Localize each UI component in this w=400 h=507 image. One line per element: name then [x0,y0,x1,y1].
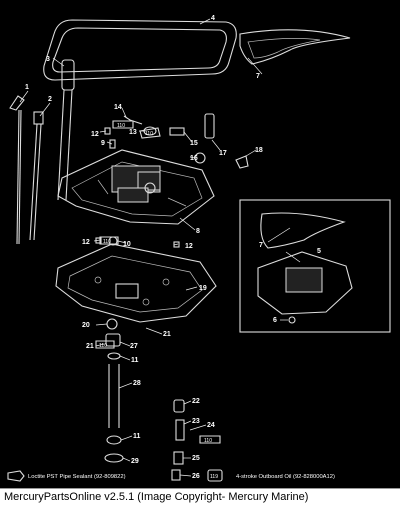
callout-28: 28 [133,380,141,387]
adapter-plate-part-7[interactable] [239,29,351,65]
legend-oil: 119 4-stroke Outboard Oil (92-828000A12) [207,469,335,482]
tee-part-27[interactable] [105,333,121,347]
sealant-tube-icon [7,470,25,482]
cable-part-14[interactable] [123,115,143,125]
footer-bar: MercuryPartsOnline v2.5.1 (Image Copyrig… [0,488,400,507]
callout-4: 4 [211,15,215,22]
parts-diagram: 1 2 3 4 7 14 12 13 9 15 16 17 18 8 12 10… [7,15,391,482]
callout-29: 29 [131,458,139,465]
callout-11-lower: 11 [133,433,141,440]
svg-text:110: 110 [145,131,153,137]
callout-12-upper: 12 [91,131,99,138]
top-cowl-seal-part[interactable] [43,19,237,81]
callout-27: 27 [130,343,138,350]
callout-2: 2 [48,96,52,103]
callout-22: 22 [192,398,200,405]
callout-15: 15 [190,140,198,147]
pipe-part-28[interactable] [108,364,120,428]
valve-part-23[interactable] [175,419,185,441]
callout-9: 9 [101,140,105,147]
dipstick-tube-part[interactable] [29,111,44,241]
callout-18: 18 [255,147,263,154]
svg-text:119: 119 [210,474,218,480]
callout-14: 14 [114,104,122,111]
svg-text:110: 110 [204,438,212,444]
callout-24: 24 [207,422,215,429]
sealant-tube-icon-3: 110 [99,236,119,245]
legend-sealant: Loctite PST Pipe Sealant (92-809822) [7,470,126,482]
callout-13: 13 [129,129,137,136]
fitting-part-25[interactable] [173,451,184,465]
callout-5: 5 [317,248,321,255]
clip-part-15[interactable] [169,127,185,136]
callout-25: 25 [192,455,200,462]
callout-10: 10 [123,241,131,248]
callout-20: 20 [82,322,90,329]
callout-12-left: 12 [82,239,90,246]
callout-6: 6 [273,317,277,324]
callout-7-inset: 7 [259,242,263,249]
callout-numbers: 1 2 3 4 7 14 12 13 9 15 16 17 18 8 12 10… [25,15,321,480]
sealant-tube-icon-2: 110 [112,120,134,129]
svg-text:110: 110 [103,239,111,245]
callout-7-upper: 7 [256,73,260,80]
oring-part-11-upper[interactable] [107,352,121,360]
svg-text:110: 110 [117,123,125,129]
seal-part-29[interactable] [104,453,124,463]
callout-3: 3 [46,56,50,63]
fitting-part-26[interactable] [171,469,181,481]
sealant-tube-icon-4: 110 [95,340,115,349]
adapter-gasket-part[interactable] [55,243,217,323]
callout-23: 23 [192,418,200,425]
sealant-tube-icon-1: 110 [139,127,161,139]
screw-part-12-right[interactable] [173,241,180,248]
dipstick-part[interactable] [9,95,25,245]
callout-11-upper: 11 [131,357,139,364]
fitting-part-20[interactable] [106,318,118,330]
svg-text:110: 110 [99,343,107,349]
oring-part-11-lower[interactable] [106,435,122,445]
plug-part-22[interactable] [173,399,185,413]
inset-box [239,199,391,333]
callout-8: 8 [196,228,200,235]
callout-16: 16 [190,155,198,162]
sensor-part-17[interactable] [204,113,215,139]
callout-1: 1 [25,84,29,91]
sealant-tube-icon-5: 110 [199,435,221,444]
callout-19: 19 [199,285,207,292]
oil-can-icon [207,469,223,482]
drain-tube-part[interactable] [57,59,75,201]
footer-copyright: MercuryPartsOnline v2.5.1 (Image Copyrig… [4,491,309,503]
legend-sealant-text: Loctite PST Pipe Sealant (92-809822) [28,474,126,480]
callout-17: 17 [219,150,227,157]
callout-26: 26 [192,473,200,480]
bolt-part-9[interactable] [109,139,116,149]
legend-oil-text: 4-stroke Outboard Oil (92-828000A12) [236,474,335,480]
grommet-part-18[interactable] [235,155,249,169]
leader-lines [19,18,301,477]
callout-21-right: 21 [163,331,171,338]
callout-12-right: 12 [185,243,193,250]
adapter-plate-assembly-part[interactable] [57,149,215,225]
callout-21-left: 21 [86,343,94,350]
